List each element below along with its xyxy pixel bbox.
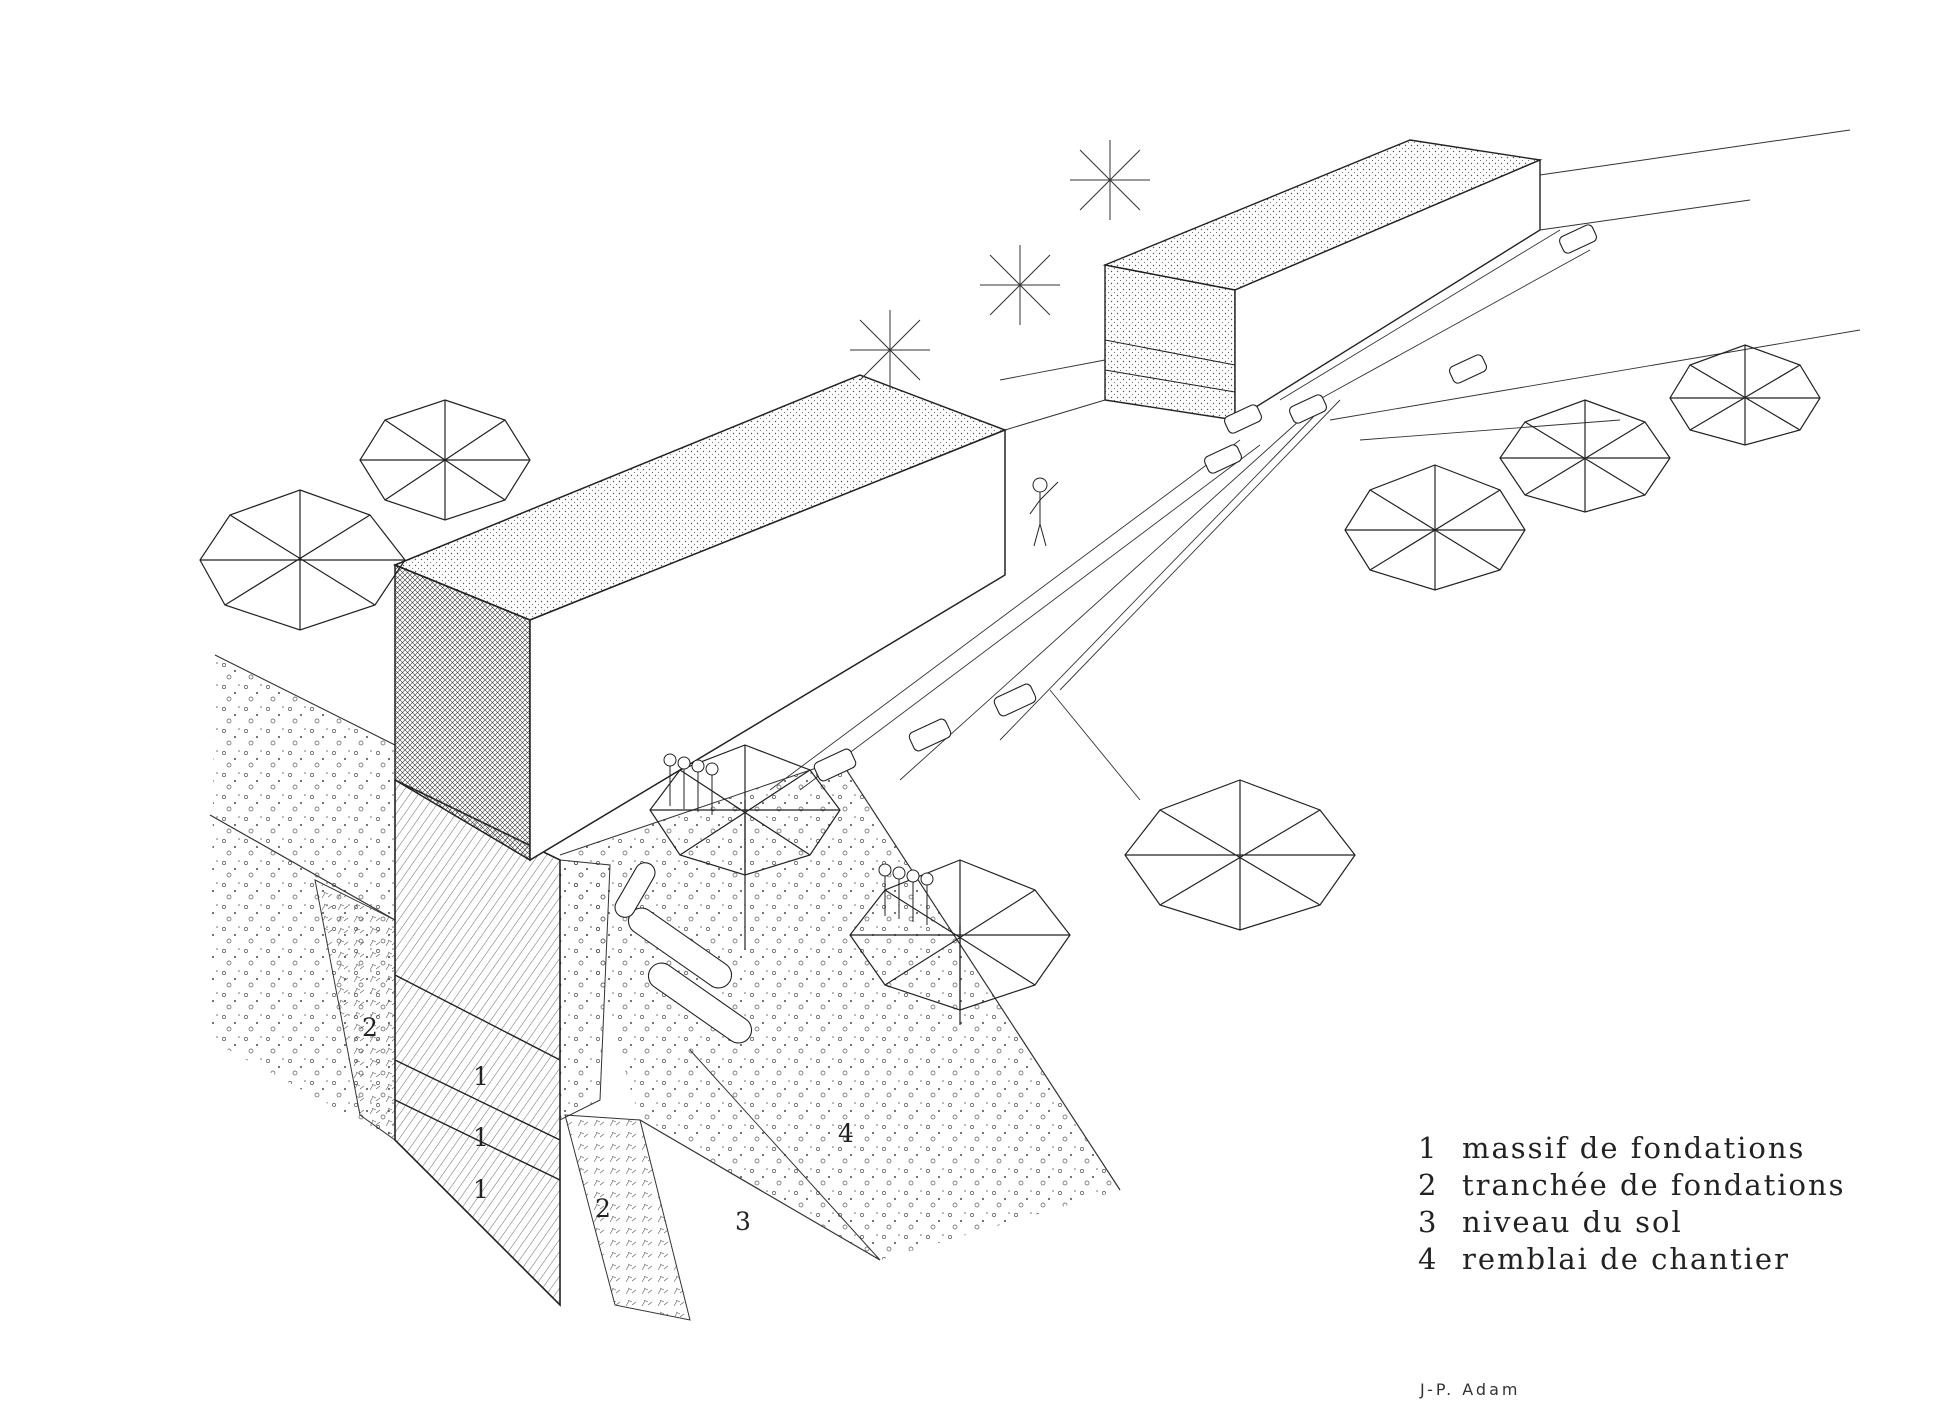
legend-number: 1 [1418,1131,1439,1165]
legend-number: 3 [1418,1205,1439,1239]
legend-item-3: 3 niveau du sol [1418,1204,1846,1241]
foundation-trench [314,859,691,1321]
foreman [1029,477,1059,547]
label-trench-right: 2 [595,1194,611,1223]
pulley-blocks [813,224,1598,782]
legend-text: niveau du sol [1462,1205,1683,1239]
worker-group [878,863,934,925]
label-foundation-course-1: 1 [473,1062,489,1091]
foundation-massif [394,778,561,1307]
capstan-wheel [849,859,1071,1025]
ground-area [209,654,1121,1261]
capstan-wheel [1344,464,1526,591]
workers [663,477,1059,925]
rollers [614,862,753,1044]
artist-signature: J-P. Adam [1420,1380,1521,1399]
capstan-wheel [1124,779,1356,931]
legend-item-1: 1 massif de fondations [1418,1130,1846,1167]
capstan-wheels [199,344,1821,1025]
worker-group [663,753,719,815]
legend-number: 2 [1418,1168,1439,1202]
legend-item-4: 4 remblai de chantier [1418,1241,1846,1278]
label-site-fill: 4 [838,1119,854,1148]
near-block [393,374,1008,862]
legend: 1 massif de fondations 2 tranchée de fonda… [1418,1130,1846,1278]
capstan-bars-distant [850,140,1150,390]
legend-text: remblai de chantier [1462,1242,1790,1276]
label-foundation-course-2: 1 [473,1123,489,1152]
legend-number: 4 [1418,1242,1439,1276]
far-block [1102,139,1543,422]
legend-item-2: 2 tranchée de fondations [1418,1167,1846,1204]
capstan-wheel [649,744,841,950]
roadway [1004,129,1851,431]
legend-text: massif de fondations [1462,1131,1806,1165]
capstan-wheel [359,399,531,521]
hauling-ropes [769,229,1861,801]
section-labels: 2 1 1 1 2 3 4 [362,1013,854,1236]
capstan-wheel [1499,399,1671,513]
label-ground-level: 3 [735,1207,751,1236]
legend-text: tranchée de fondations [1462,1168,1846,1202]
capstan-wheel [1669,344,1821,446]
label-trench-left: 2 [362,1013,378,1042]
capstan-wheel [199,489,406,631]
label-foundation-course-3: 1 [473,1175,489,1204]
